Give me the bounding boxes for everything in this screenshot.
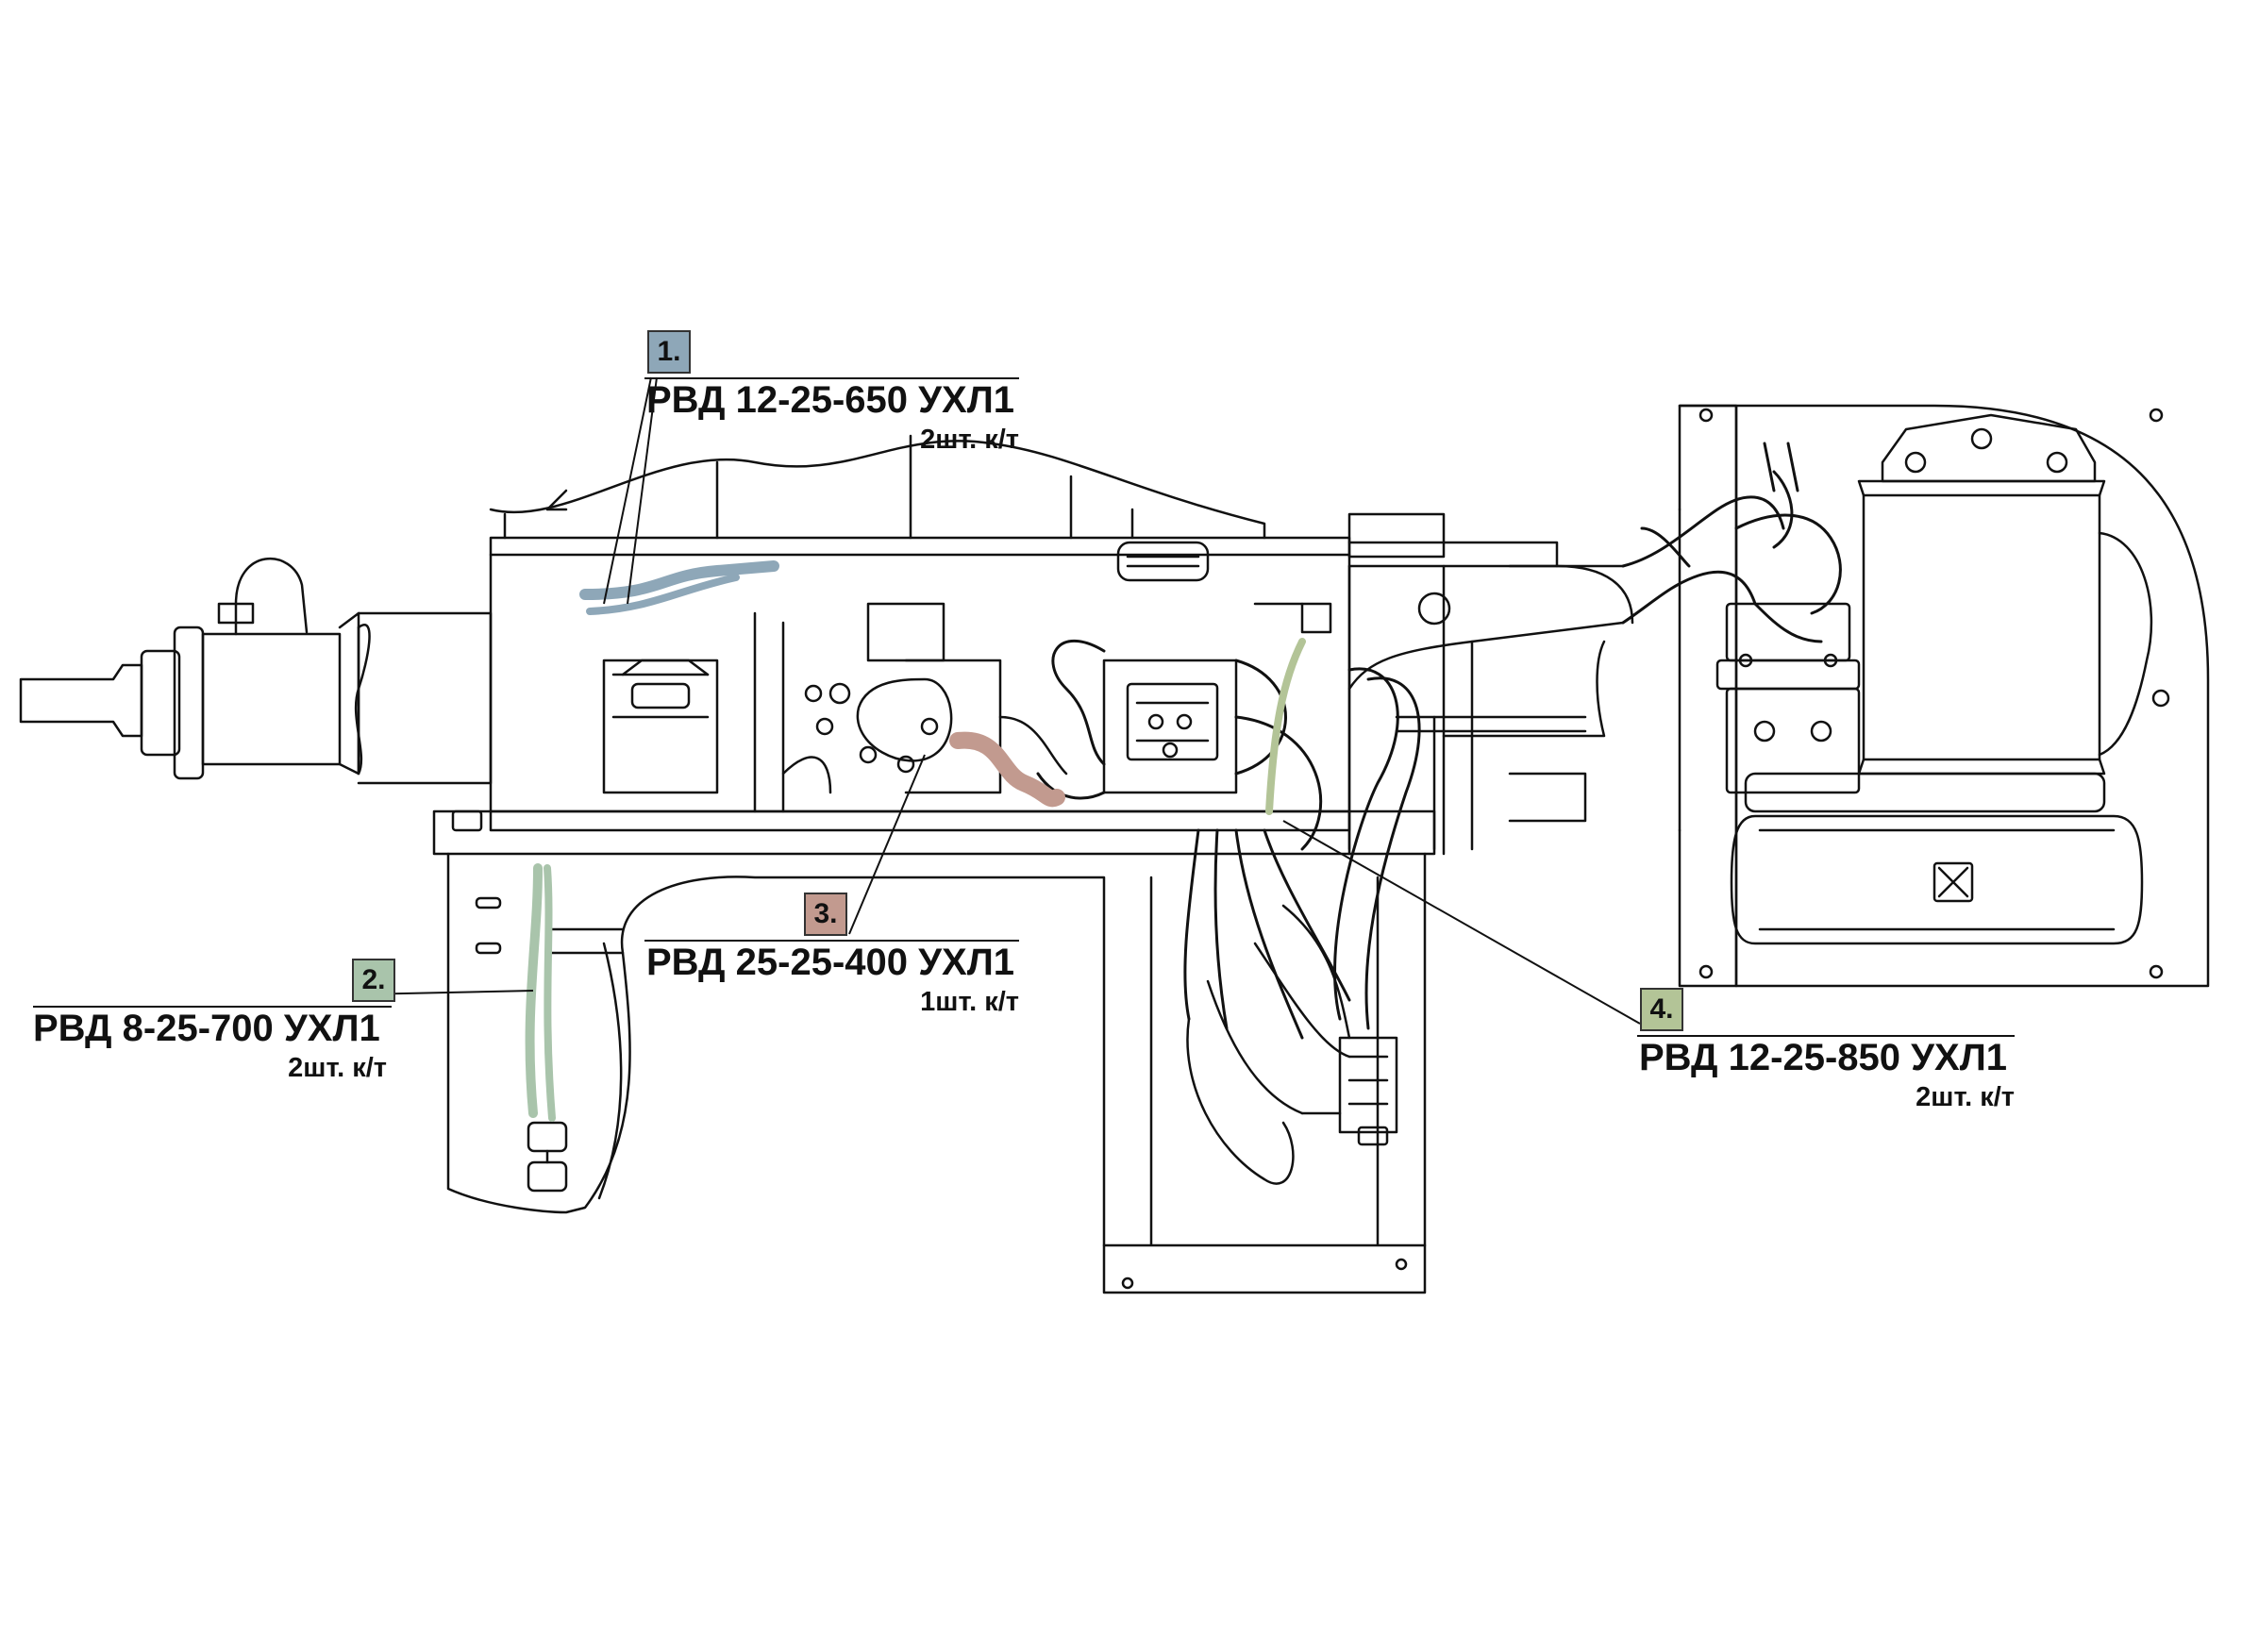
hardware-details <box>451 592 1451 832</box>
hose-bundle <box>1036 639 1421 1040</box>
hose-1b <box>586 574 740 615</box>
callout-qty-2: 2шт. к/т <box>288 1053 387 1083</box>
hose-3 <box>949 731 1065 808</box>
leader-line-1b <box>627 376 658 605</box>
winch-hoses <box>1621 442 1842 643</box>
valve-block-center <box>1102 512 1559 856</box>
winch-assembly <box>1678 404 2210 988</box>
callout-badge-1: 1. <box>647 330 691 374</box>
callout-qty-1: 2шт. к/т <box>920 425 1019 455</box>
callout-label-1: РВД 12-25-650 УХЛ1 <box>646 379 1014 421</box>
hose-2 <box>525 863 543 1118</box>
leader-line-3 <box>848 754 926 935</box>
hose-2b <box>544 864 556 1122</box>
callout-label-4: РВД 12-25-850 УХЛ1 <box>1639 1037 2007 1078</box>
callout-badge-3: 3. <box>804 893 847 936</box>
hose-4 <box>1265 638 1306 815</box>
leader-line-1 <box>603 376 652 605</box>
callout-badge-2: 2. <box>352 959 395 1002</box>
manifold-bottom <box>1186 904 1398 1185</box>
hose-1 <box>579 560 779 600</box>
cylinder-rod <box>19 557 371 780</box>
callout-qty-3: 1шт. к/т <box>920 987 1019 1017</box>
callout-label-2: РВД 8-25-700 УХЛ1 <box>33 1008 380 1049</box>
right-piping <box>1347 564 1634 851</box>
callout-qty-4: 2шт. к/т <box>1916 1082 2015 1112</box>
lower-frame <box>446 852 1427 1294</box>
callout-badge-4: 4. <box>1640 988 1683 1031</box>
leader-line-4 <box>1282 820 1641 1025</box>
callout-label-3: РВД 25-25-400 УХЛ1 <box>646 942 1014 983</box>
